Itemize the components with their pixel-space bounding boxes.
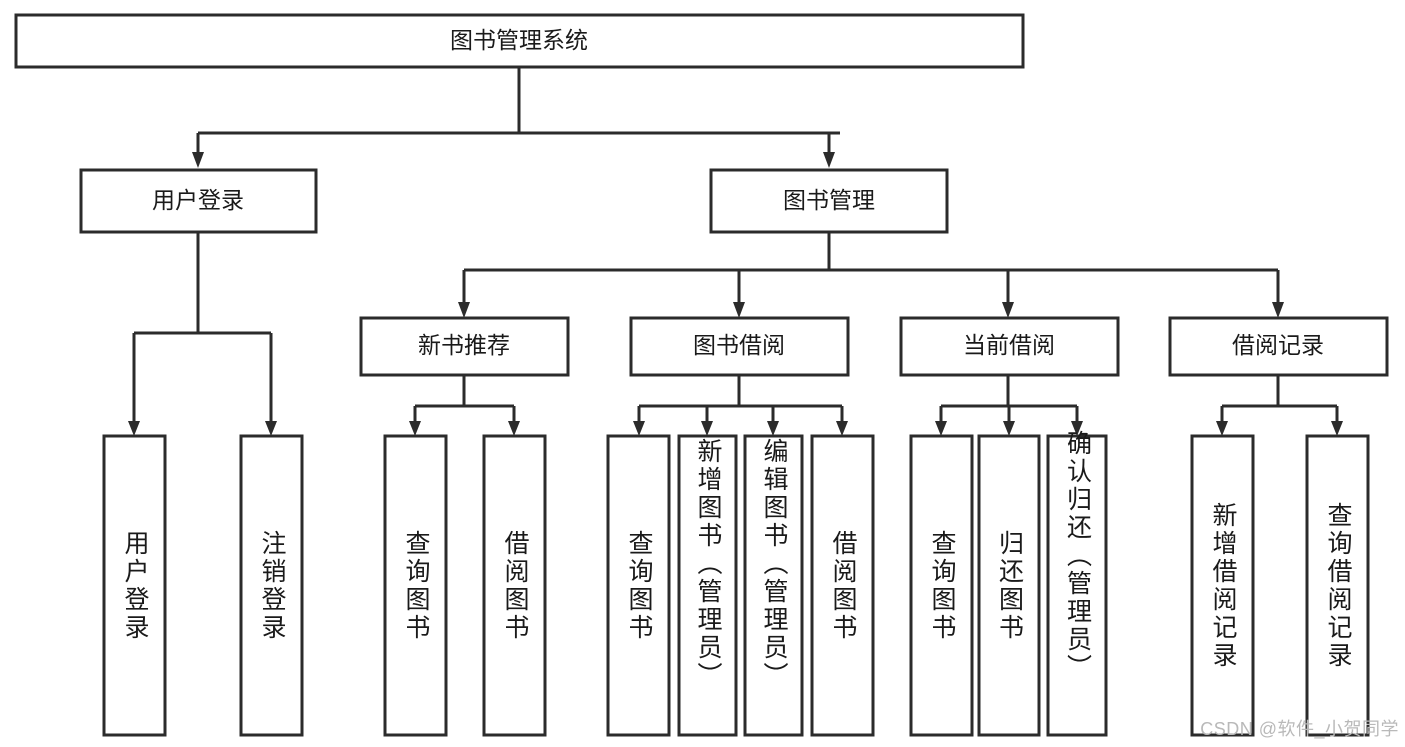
arrowhead-bb-c2 xyxy=(701,421,713,436)
node-book-borrow-label: 图书借阅 xyxy=(693,332,785,358)
edge-group-current-borrow-children xyxy=(935,375,1083,436)
arrowhead-borrow-record xyxy=(1272,302,1284,318)
arrowhead-cb-c1 xyxy=(935,421,947,436)
arrowhead-cb-c2 xyxy=(1003,421,1015,436)
leaf-box-borrow-book-2[interactable] xyxy=(810,434,875,737)
edge-group-book-mgmt-children xyxy=(458,232,1284,318)
edge-group-user-login-children xyxy=(128,232,277,436)
leaf-box-user-login[interactable] xyxy=(102,434,167,737)
node-current-borrow-box[interactable] xyxy=(899,316,1120,377)
arrowhead-current-borrow xyxy=(1002,302,1014,318)
arrowhead-user-login xyxy=(192,152,204,168)
leaf-box-edit-book-admin[interactable] xyxy=(743,434,804,737)
arrowhead-nbr-c2 xyxy=(508,421,520,436)
watermark-text: CSDN @软件_小贺同学 xyxy=(1200,719,1399,739)
node-root-box[interactable] xyxy=(14,13,1025,69)
leaf-box-confirm-return-admin[interactable] xyxy=(1046,434,1108,737)
node-new-book-recommend[interactable]: 新书推荐 xyxy=(359,316,570,377)
node-current-borrow-label: 当前借阅 xyxy=(963,332,1055,358)
leaf-box-borrow-book-1[interactable] xyxy=(482,434,547,737)
leaf-box-query-book-1[interactable] xyxy=(383,434,448,737)
node-borrow-record-label: 借阅记录 xyxy=(1232,332,1324,358)
node-new-book-recommend-box[interactable] xyxy=(359,316,570,377)
arrowhead-br-c1 xyxy=(1216,421,1228,436)
edge-group-book-borrow-children xyxy=(633,375,848,436)
leaf-box-logout[interactable] xyxy=(239,434,304,737)
arrowhead-new-book-rec xyxy=(458,302,470,318)
edge-group-borrow-record-children xyxy=(1216,375,1343,436)
leaf-box-query-book-3[interactable] xyxy=(909,434,974,737)
node-current-borrow[interactable]: 当前借阅 xyxy=(899,316,1120,377)
node-root-label: 图书管理系统 xyxy=(450,27,588,53)
leaf-boxes xyxy=(102,434,1370,737)
node-user-login[interactable]: 用户登录 xyxy=(79,168,318,234)
arrowhead-leaf-logout xyxy=(265,421,277,436)
edge-group-root-to-level2 xyxy=(192,67,840,168)
arrowhead-bb-c1 xyxy=(633,421,645,436)
node-book-management-label: 图书管理 xyxy=(783,187,875,213)
node-root[interactable]: 图书管理系统 xyxy=(14,13,1025,69)
leaf-box-add-book-admin[interactable] xyxy=(677,434,738,737)
arrowhead-bb-c3 xyxy=(767,421,779,436)
node-user-login-box[interactable] xyxy=(79,168,318,234)
node-new-book-recommend-label: 新书推荐 xyxy=(418,332,510,358)
leaf-box-return-book[interactable] xyxy=(977,434,1041,737)
node-book-management-box[interactable] xyxy=(709,168,949,234)
arrowhead-cb-c3 xyxy=(1071,421,1083,436)
arrowhead-bb-c4 xyxy=(836,421,848,436)
arrowhead-book-mgmt xyxy=(823,152,835,168)
node-borrow-record[interactable]: 借阅记录 xyxy=(1168,316,1389,377)
arrowhead-book-borrow xyxy=(733,302,745,318)
node-book-borrow-box[interactable] xyxy=(629,316,850,377)
arrowhead-leaf-user-login xyxy=(128,421,140,436)
node-book-borrow[interactable]: 图书借阅 xyxy=(629,316,850,377)
leaf-box-query-borrow-record[interactable] xyxy=(1305,434,1370,737)
leaf-box-query-book-2[interactable] xyxy=(606,434,671,737)
edge-group-new-book-rec-children xyxy=(409,375,520,436)
arrowhead-nbr-c1 xyxy=(409,421,421,436)
node-borrow-record-box[interactable] xyxy=(1168,316,1389,377)
node-user-login-label: 用户登录 xyxy=(152,187,244,213)
arrowhead-br-c2 xyxy=(1331,421,1343,436)
leaf-box-add-borrow-record[interactable] xyxy=(1190,434,1255,737)
node-book-management[interactable]: 图书管理 xyxy=(709,168,949,234)
